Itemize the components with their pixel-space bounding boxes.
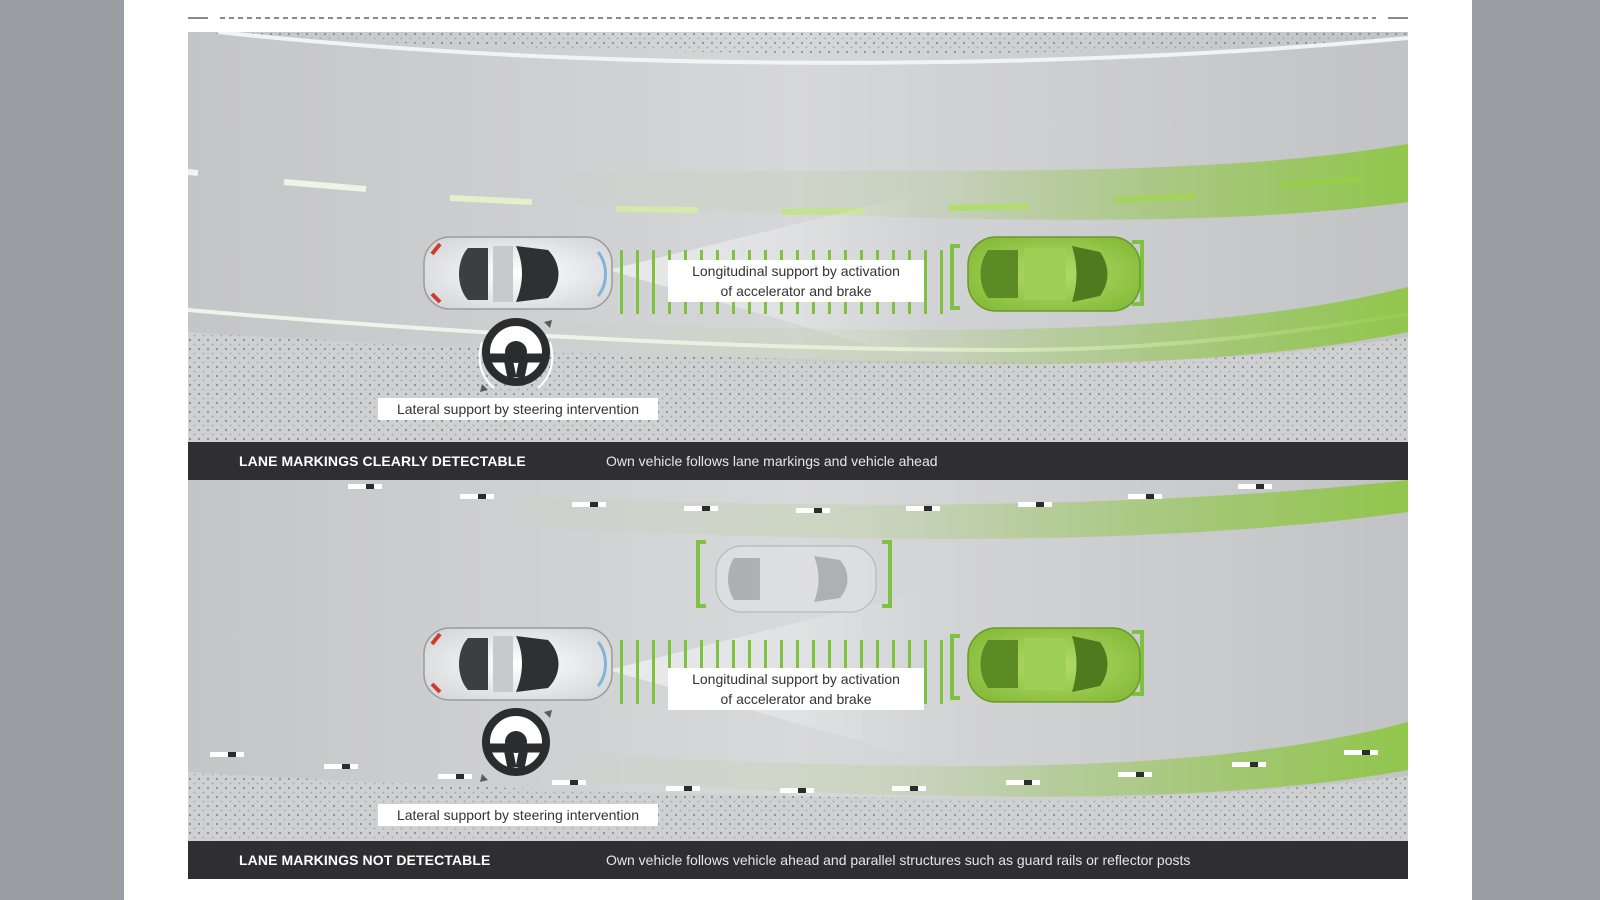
longitudinal-label-line2: of accelerator and brake — [674, 281, 918, 301]
longitudinal-label-line2: of accelerator and brake — [674, 689, 918, 709]
own-car-icon — [424, 237, 612, 309]
lateral-support-label: Lateral support by steering intervention — [378, 398, 658, 420]
longitudinal-support-label: Longitudinal support by activation of ac… — [668, 260, 924, 302]
top-divider — [188, 17, 1408, 19]
caption-title: LANE MARKINGS NOT DETECTABLE — [239, 852, 490, 868]
panel-lane-markings-not-detectable: Longitudinal support by activation of ac… — [188, 480, 1408, 842]
caption-text: Own vehicle follows lane markings and ve… — [606, 453, 938, 469]
longitudinal-support-label: Longitudinal support by activation of ac… — [668, 668, 924, 710]
caption-text: Own vehicle follows vehicle ahead and pa… — [606, 852, 1190, 868]
caption-bar-detectable: LANE MARKINGS CLEARLY DETECTABLE Own veh… — [188, 442, 1408, 480]
caption-bar-not-detectable: LANE MARKINGS NOT DETECTABLE Own vehicle… — [188, 841, 1408, 879]
longitudinal-label-line1: Longitudinal support by activation — [674, 261, 918, 281]
longitudinal-label-line1: Longitudinal support by activation — [674, 669, 918, 689]
lead-car-icon — [968, 237, 1140, 311]
panel-lane-markings-detectable: Longitudinal support by activation of ac… — [188, 32, 1408, 442]
ghost-car-icon — [716, 546, 876, 612]
caption-title: LANE MARKINGS CLEARLY DETECTABLE — [239, 453, 526, 469]
lateral-support-label: Lateral support by steering intervention — [378, 804, 658, 826]
